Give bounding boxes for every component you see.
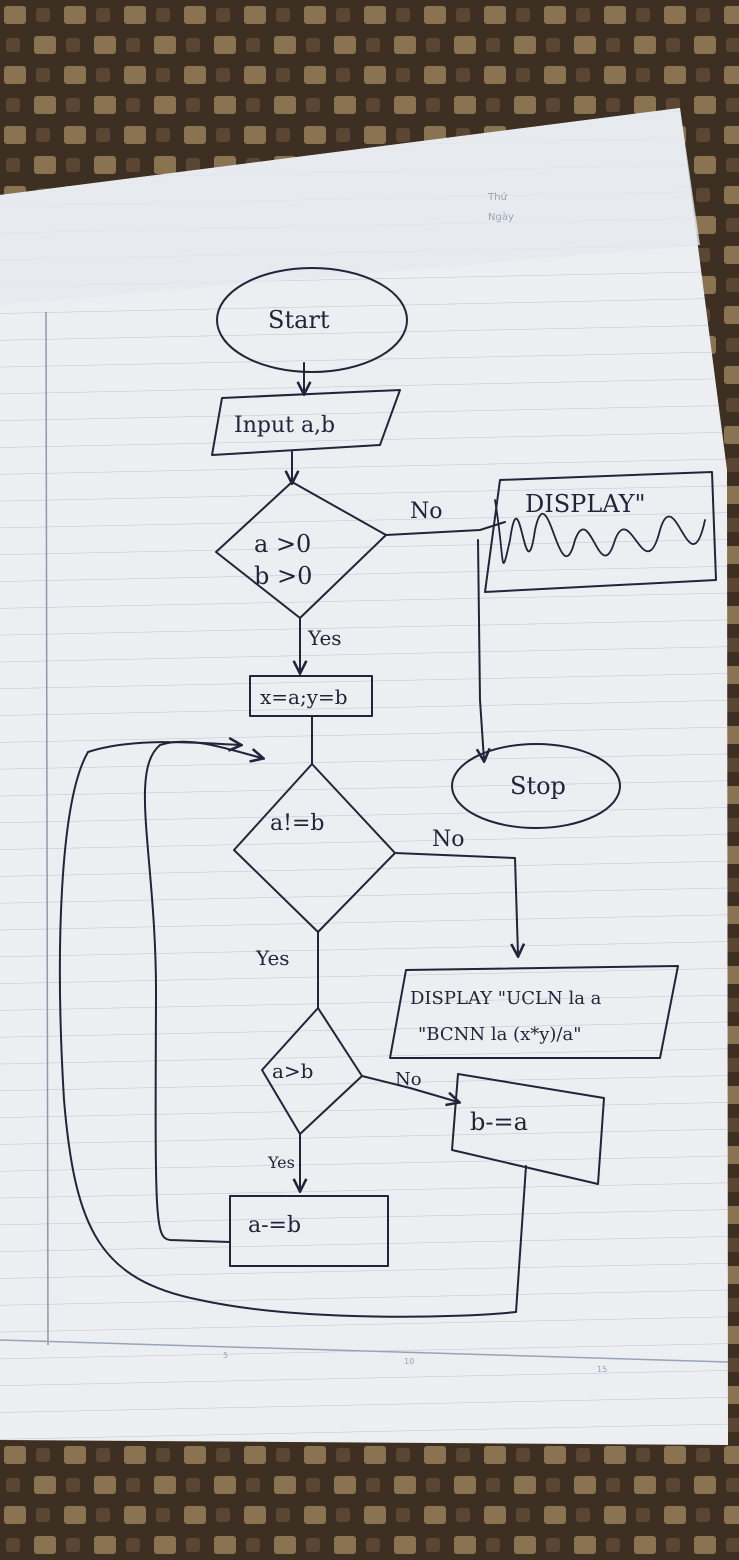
notebook-page: Thứ Ngày 5 10 15 [0, 108, 729, 1445]
sub-a-node-label: a-=b [248, 1213, 301, 1238]
display-error-node-shape [484, 471, 717, 593]
edge-label-yes-3: Yes [267, 1153, 295, 1172]
edge-check1-no [385, 521, 506, 536]
sub-b-node-label: b-=a [470, 1108, 528, 1136]
display-error-node-label: DISPLAY" [525, 490, 646, 518]
loop-cond-node-label: a!=b [270, 811, 324, 836]
sub-b-node-shape [451, 1073, 605, 1185]
input-node-shape [211, 389, 401, 456]
display-result-label-1: DISPLAY "UCLN la a [410, 988, 602, 1009]
sub-a-node-shape [229, 1195, 389, 1267]
edge-loopback-outer [58, 742, 527, 1318]
page-margin-line [45, 311, 49, 1346]
start-node-shape [216, 267, 408, 373]
input-node-label: Input a,b [234, 413, 335, 438]
ruler-mark-5: 5 [223, 1351, 228, 1360]
page-header-thu: Thứ [487, 191, 507, 203]
edge-cmp-no [361, 1075, 458, 1102]
display-result-node-shape [389, 965, 679, 1059]
display-error-scribble [494, 499, 706, 564]
edge-loop-no [394, 852, 518, 955]
edge-label-yes-2: Yes [255, 946, 290, 970]
display-result-label-2: "BCNN la (x*y)/a" [418, 1024, 582, 1045]
edge-label-no-1: No [410, 499, 443, 524]
flowchart: Start Input a,b a >0 b >0 No DISPLAY" St… [58, 267, 717, 1318]
edge-label-yes-1: Yes [307, 626, 342, 650]
cmp-node-label: a>b [272, 1059, 313, 1083]
page-bottom-line [0, 1339, 729, 1363]
check1-node-label-1: a >0 [254, 530, 311, 558]
edge-label-no-3: No [395, 1069, 422, 1090]
stop-node-label: Stop [510, 772, 566, 800]
edge-label-no-2: No [432, 827, 465, 852]
ruler-mark-10: 10 [404, 1357, 414, 1366]
edge-error-stop [478, 539, 484, 760]
stop-node-shape [451, 743, 621, 829]
ruler-mark-15: 15 [597, 1365, 607, 1374]
start-node-label: Start [268, 306, 330, 334]
assign-node-label: x=a;y=b [260, 685, 348, 709]
page-header-ngay: Ngày [488, 211, 514, 223]
check1-node-label-2: b >0 [254, 562, 312, 590]
